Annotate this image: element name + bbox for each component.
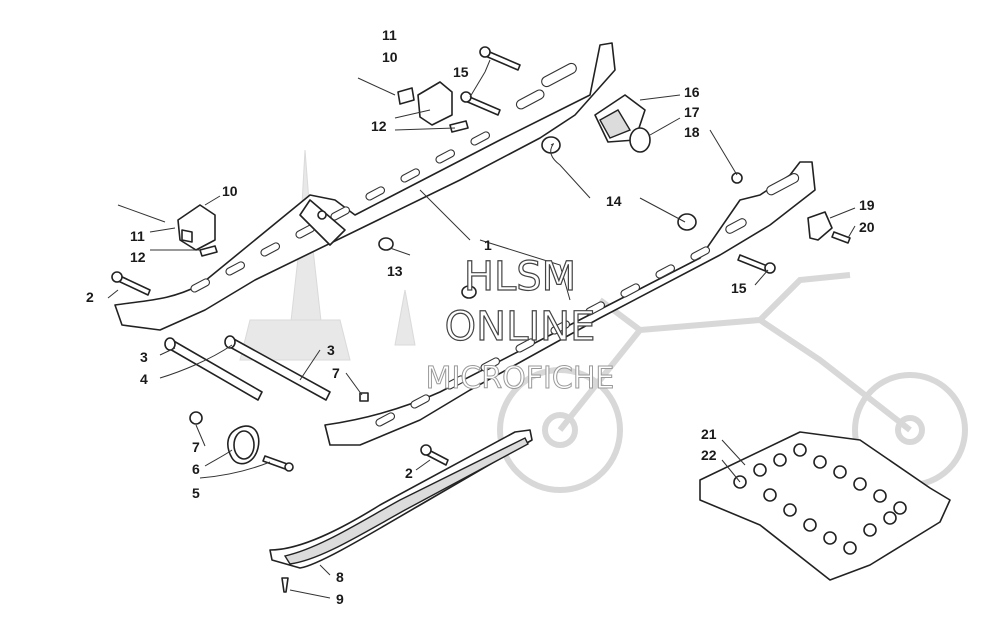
callout-15-right: 15 [731,280,747,296]
leader-lines [107,59,856,599]
clip-12-left [199,245,218,257]
callout-3-right: 3 [327,342,335,358]
left-rail-slots [190,62,577,293]
pin-11-left [117,204,166,223]
callout-13: 13 [387,263,403,279]
watermark-line2: ONLINE [445,304,596,350]
watermark-line1: HLSM [464,254,576,300]
bolt-20 [831,231,851,244]
hlsm-watermark: HLSM ONLINE MICROFICHE [425,253,615,396]
pin-11-top [357,77,396,96]
wear-strip [269,429,533,569]
clip-12-top [449,120,469,133]
callout-19: 19 [859,197,875,213]
callout-2-right: 2 [405,465,413,481]
track-lugs [733,443,907,555]
callout-5: 5 [192,485,200,501]
bolt-15-mid [460,91,501,116]
washer-7-left [189,411,203,425]
nut-18 [731,172,743,184]
callout-2-left: 2 [86,289,94,305]
callout-1: 1 [484,237,492,253]
callout-12-left: 12 [130,249,146,265]
callout-8: 8 [336,569,344,585]
callout-10-top: 10 [382,49,398,65]
callout-6: 6 [192,461,200,477]
callout-14: 14 [606,193,622,209]
callout-18: 18 [684,124,700,140]
callout-21: 21 [701,426,717,442]
bolt-15-top [479,46,521,71]
callout-17: 17 [684,104,700,120]
retainer-10-top [397,81,453,126]
callout-10-left: 10 [222,183,238,199]
track-assembly [699,431,951,581]
washer-13 [378,237,477,299]
callout-15-top: 15 [453,64,469,80]
callout-22: 22 [701,447,717,463]
brand-watermark [239,149,968,493]
callout-9: 9 [336,591,344,607]
callout-12-top: 12 [371,118,387,134]
screw-9 [281,577,289,593]
watermark-line3: MICROFICHE [426,361,615,396]
callout-11-left: 11 [130,228,145,244]
spacer-7-right [359,392,369,402]
bolt-15-right [737,254,776,274]
hitch-block-16 [594,94,646,143]
bushing-14-right [677,213,697,231]
callout-3-left: 3 [140,349,148,365]
callout-7-right: 7 [332,365,340,381]
cross-shaft-front [164,337,263,401]
callout-11-top: 11 [382,27,397,43]
bolt-5 [262,455,294,472]
cross-shaft-rear [224,335,331,401]
bolt-2-left [111,271,151,296]
retainer-10-left [177,204,216,251]
left-rail [114,42,616,331]
callout-7-left: 7 [192,439,200,455]
right-rail-slots [375,173,800,427]
callout-16: 16 [684,84,700,100]
callout-labels: 1 2 2 3 3 4 5 6 7 7 8 9 10 10 11 11 12 1… [86,27,875,607]
callout-20: 20 [859,219,875,235]
bolt-2-right [420,444,449,466]
callout-4: 4 [140,371,148,387]
motorcycle-watermark [497,272,968,493]
idler-wheel [227,425,260,465]
bracket-19 [807,211,833,241]
bumper-17 [629,127,651,153]
right-rail [324,161,816,446]
